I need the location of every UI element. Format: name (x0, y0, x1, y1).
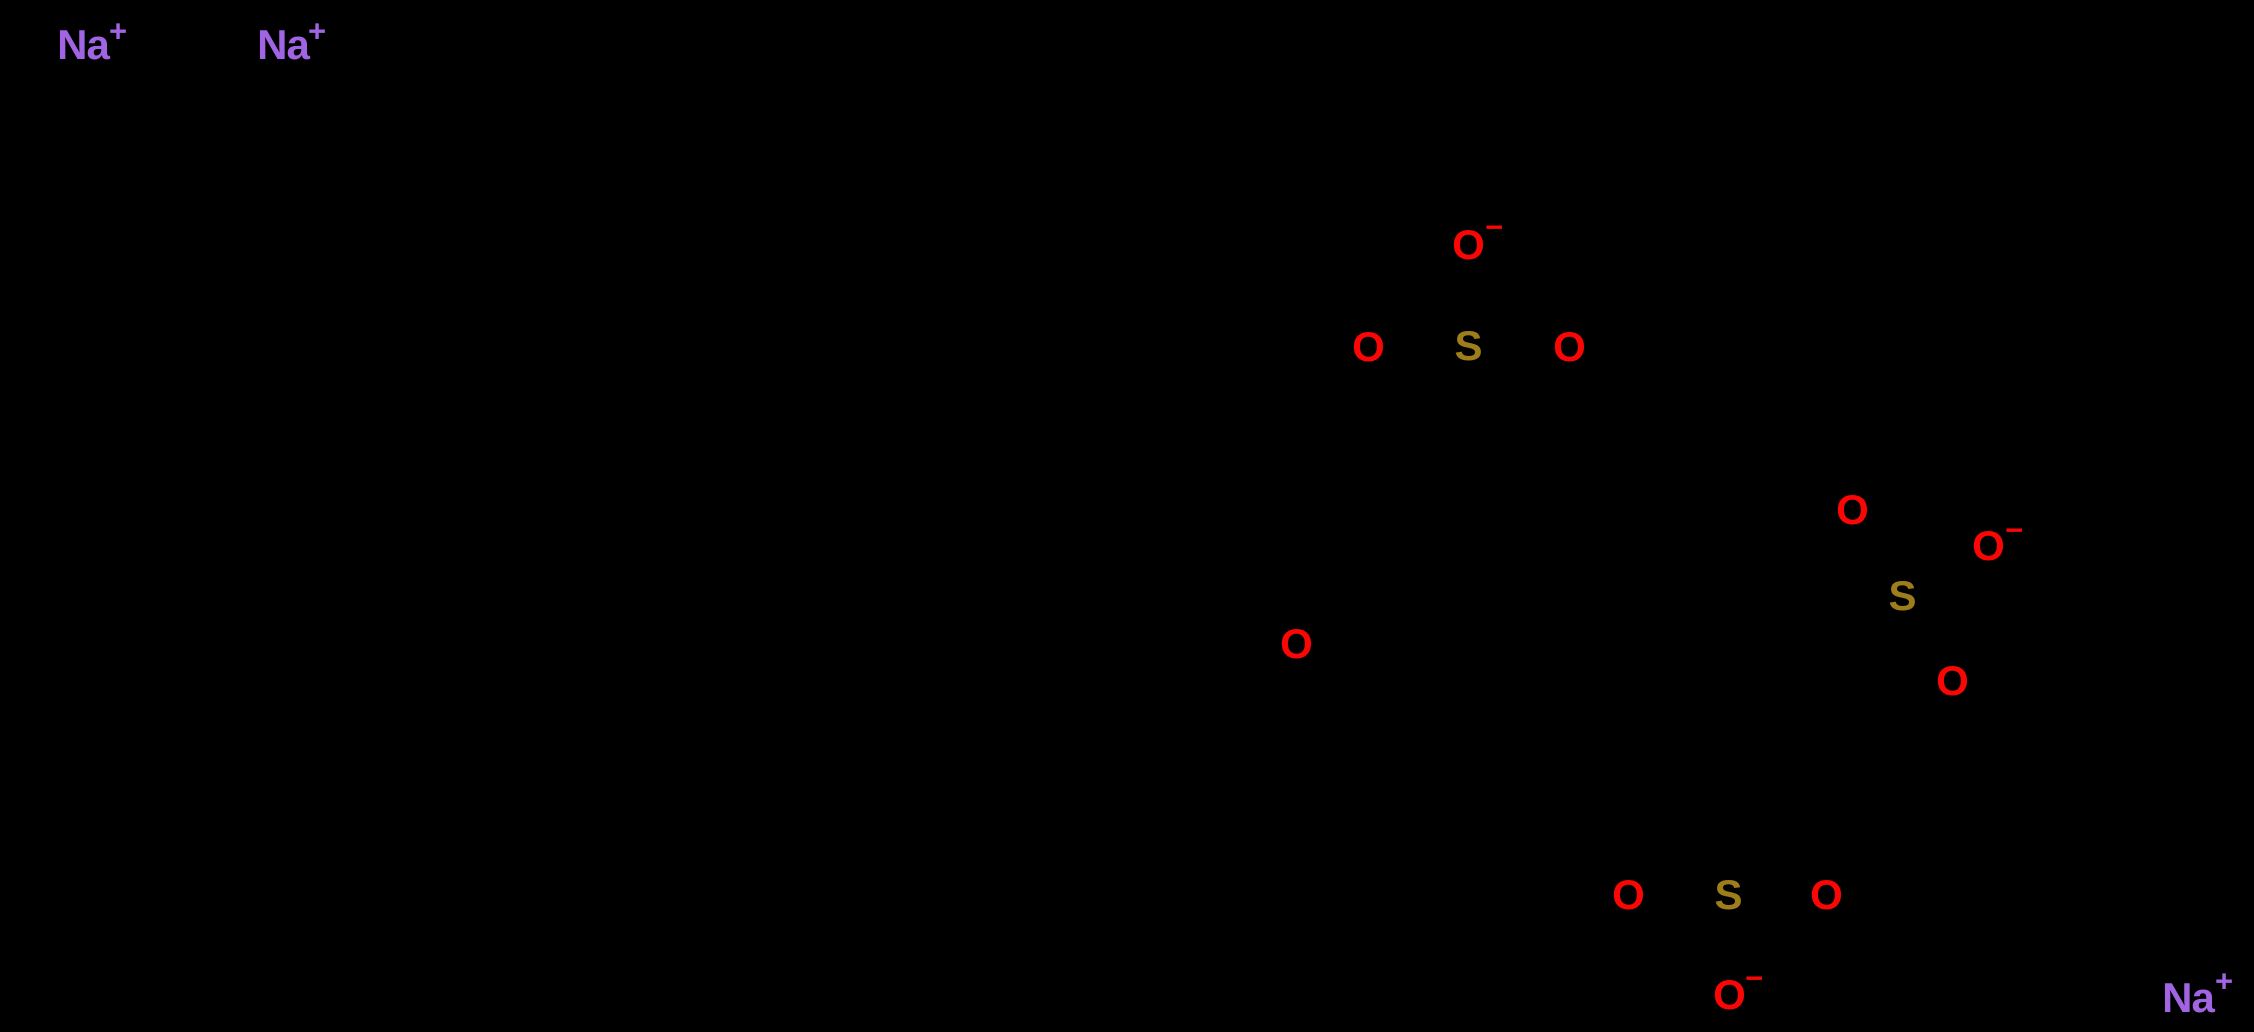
negative-charge-sign: − (2004, 512, 2024, 548)
oxygen-atom-label: O (1836, 486, 1869, 533)
positive-charge-sign: + (108, 13, 128, 49)
sodium-ion-label: Na (2162, 974, 2215, 1021)
negative-charge-sign: − (1744, 960, 1764, 996)
oxygen-atom-label: O (1713, 971, 1746, 1018)
positive-charge-sign: + (2214, 963, 2234, 999)
oxygen-atom-label: O (1553, 323, 1586, 370)
oxygen-atom-label: O (1612, 871, 1645, 918)
sodium-ion-label: Na (257, 21, 310, 68)
positive-charge-sign: + (307, 13, 327, 49)
negative-charge-sign: − (1484, 209, 1504, 245)
oxygen-atom-label: O (1452, 221, 1485, 268)
sulfur-atom-label: S (1888, 572, 1916, 619)
sulfur-atom-label: S (1714, 871, 1742, 918)
oxygen-atom-label: O (1972, 522, 2005, 569)
sodium-ion-label: Na (57, 21, 110, 68)
oxygen-atom-label: O (1352, 323, 1385, 370)
oxygen-atom-label: O (1810, 871, 1843, 918)
oxygen-atom-label: O (1936, 657, 1969, 704)
oxygen-atom-label: O (1280, 620, 1313, 667)
sulfur-atom-label: S (1454, 322, 1482, 369)
